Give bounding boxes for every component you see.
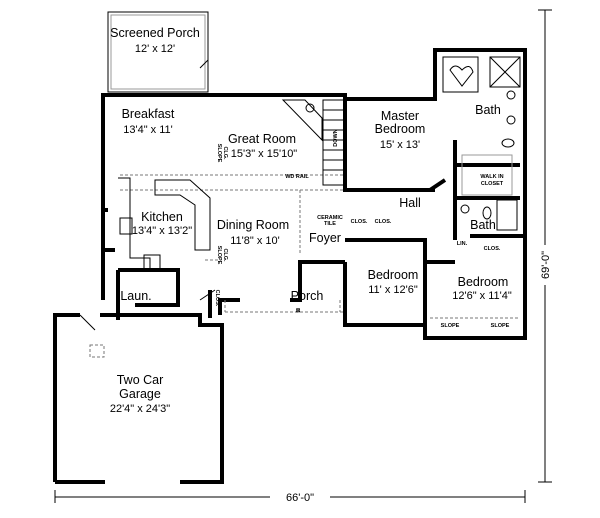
porch-label: Porch bbox=[291, 289, 324, 303]
linen-label: LIN. bbox=[457, 241, 468, 247]
exterior-walls bbox=[53, 48, 527, 484]
porch-light-icon: ⊠ bbox=[296, 308, 301, 314]
bath2-label: Bath bbox=[470, 218, 496, 232]
walk-in-closet-label-1: WALK IN bbox=[480, 174, 503, 180]
slope-label: SLOPE bbox=[441, 323, 460, 329]
slope-ceiling-label-1: SLOPE bbox=[216, 246, 222, 265]
ceiling-lines bbox=[120, 174, 520, 319]
master-bedroom-label-2: Bedroom bbox=[375, 122, 426, 136]
down-label: DOWN bbox=[333, 129, 339, 146]
dining-room-label: Dining Room bbox=[217, 218, 289, 232]
kitchen-size: 13'4" x 13'2" bbox=[132, 225, 192, 237]
foyer-label: Foyer bbox=[309, 231, 341, 245]
overall-depth: 69'-0" bbox=[540, 251, 552, 279]
garage-size: 22'4" x 24'3" bbox=[110, 403, 170, 415]
ceramic-tile-note-2: TILE bbox=[324, 221, 336, 227]
breakfast-label: Breakfast bbox=[122, 107, 175, 121]
breakfast-size: 13'4" x 11' bbox=[123, 124, 173, 136]
wd-rail-label: WD RAIL bbox=[285, 174, 309, 180]
great-room-size: 15'3" x 15'10" bbox=[231, 148, 298, 160]
overall-width: 66'-0" bbox=[286, 492, 314, 504]
garage-label-1: Two Car bbox=[117, 373, 164, 387]
master-bedroom-label-1: Master bbox=[381, 109, 419, 123]
kitchen-counters bbox=[118, 177, 211, 270]
screened-porch-outline bbox=[107, 11, 209, 93]
slope-ceiling-label-2: CLG. bbox=[222, 248, 228, 262]
garage-details bbox=[79, 289, 216, 358]
bath-fixtures bbox=[442, 56, 521, 231]
garage-label-2: Garage bbox=[119, 387, 161, 401]
closet-label: CLOS. bbox=[351, 219, 368, 225]
closet-label: CLOS. bbox=[484, 246, 501, 252]
bedroom3-size: 12'6" x 11'4" bbox=[452, 290, 512, 302]
walk-in-closet-label-2: CLOSET bbox=[481, 181, 504, 187]
slope-label: SLOPE bbox=[491, 323, 510, 329]
laundry-label: Laun. bbox=[120, 289, 151, 303]
ceramic-tile-note-1: CERAMIC bbox=[317, 215, 343, 221]
great-room-label: Great Room bbox=[228, 132, 296, 146]
bedroom3-label: Bedroom bbox=[458, 275, 509, 289]
master-bath-label: Bath bbox=[475, 103, 501, 117]
screened-porch-label: Screened Porch bbox=[110, 26, 200, 40]
bedroom2-label: Bedroom bbox=[368, 268, 419, 282]
dining-room-size: 11'8" x 10' bbox=[230, 235, 280, 247]
closet-label: CLOS. bbox=[375, 219, 392, 225]
slope-ceiling-label-1: SLOPE bbox=[216, 144, 222, 163]
bedroom2-size: 11' x 12'6" bbox=[368, 284, 418, 296]
stairs bbox=[281, 99, 346, 186]
master-bedroom-size: 15' x 13' bbox=[380, 139, 420, 151]
slope-ceiling-label-2: CLG. bbox=[222, 146, 228, 160]
screened-porch-size: 12' x 12' bbox=[135, 43, 175, 55]
closet-label: CLOS. bbox=[214, 290, 220, 307]
hall-label: Hall bbox=[399, 196, 421, 210]
kitchen-label: Kitchen bbox=[141, 210, 183, 224]
